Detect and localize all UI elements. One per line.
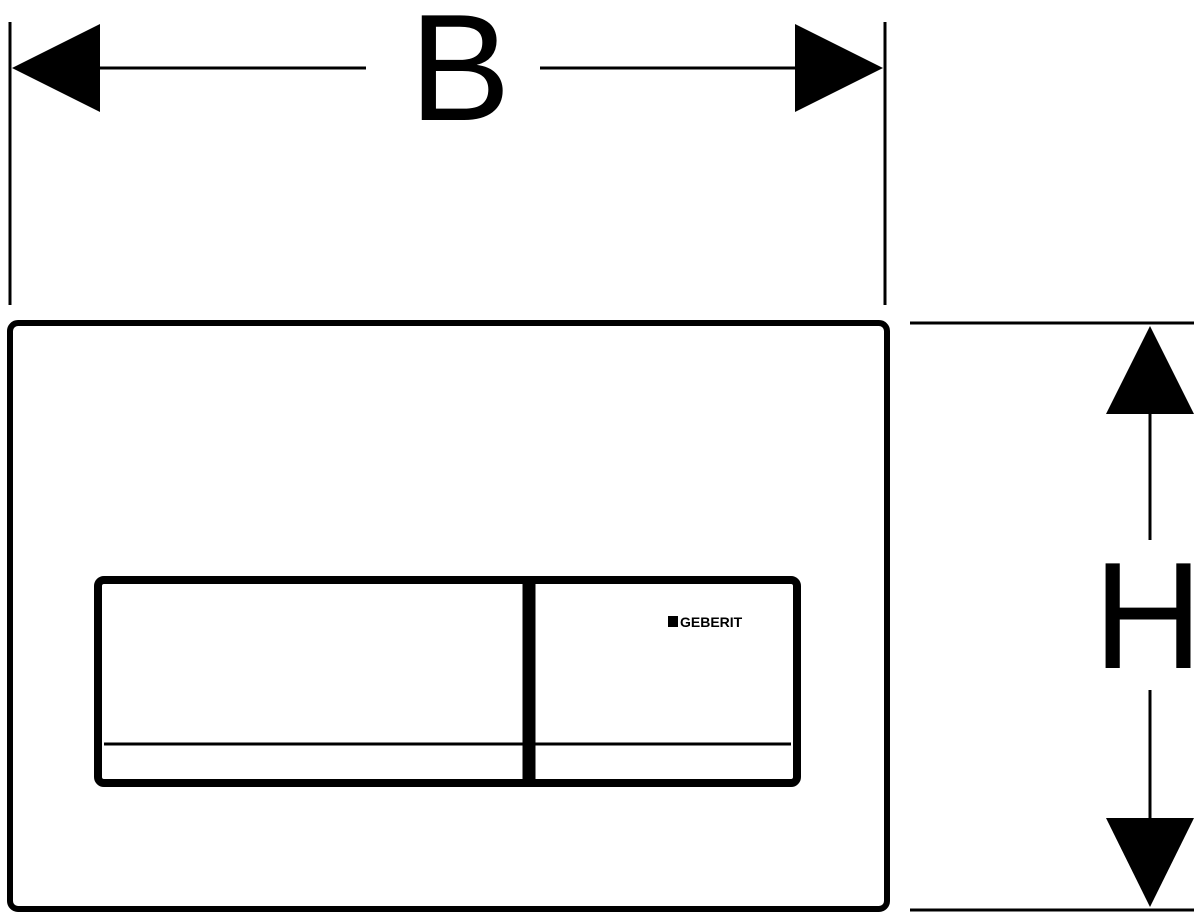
width-dimension: B: [8, 0, 887, 305]
button-frame-outline: [94, 576, 801, 787]
brand-logo-text: GEBERIT: [680, 614, 743, 630]
flush-plate: GEBERIT: [7, 320, 890, 912]
plate-outline: [7, 320, 890, 912]
height-arrowhead-top: [1106, 326, 1194, 414]
height-dimension: H: [910, 321, 1196, 912]
brand-square-icon: [668, 616, 678, 627]
height-arrowhead-bottom: [1106, 818, 1194, 907]
actuator-button-frame: [94, 576, 801, 787]
width-arrowhead-left: [12, 24, 100, 112]
width-arrowhead-right: [795, 24, 883, 112]
width-label: B: [409, 0, 510, 153]
brand-logo: GEBERIT: [668, 614, 743, 630]
height-label: H: [1093, 531, 1196, 701]
